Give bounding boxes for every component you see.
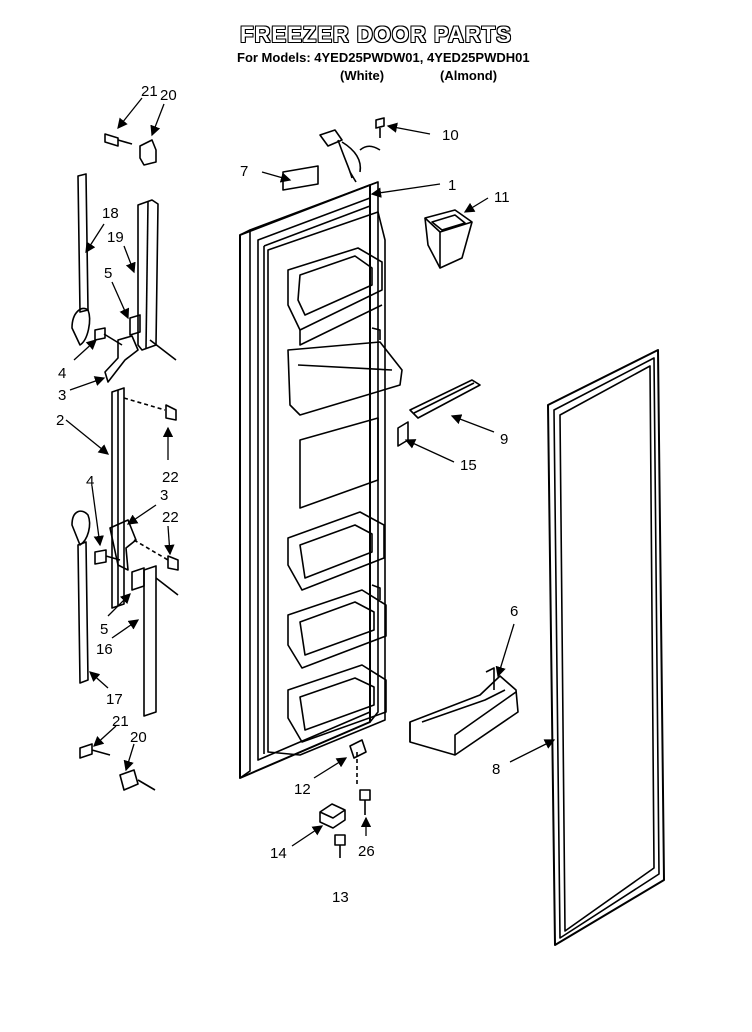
channel-16 bbox=[143, 565, 157, 717]
callout-22-bottom: 22 bbox=[162, 509, 179, 526]
callout-8: 8 bbox=[492, 761, 500, 778]
screw-21-bottom bbox=[79, 743, 111, 759]
callout-6: 6 bbox=[510, 603, 518, 620]
callout-7: 7 bbox=[240, 163, 248, 180]
screw-26 bbox=[359, 789, 371, 815]
strip-17 bbox=[77, 541, 89, 684]
callout-5-top: 5 bbox=[104, 265, 112, 282]
callout-20-top: 20 bbox=[160, 87, 177, 104]
strip-18 bbox=[77, 173, 89, 313]
callout-19: 19 bbox=[107, 229, 124, 246]
hinge-arm-3-bottom bbox=[109, 519, 137, 571]
callout-17: 17 bbox=[106, 691, 123, 708]
hinge-cap-bottom bbox=[119, 769, 139, 791]
callout-26: 26 bbox=[358, 843, 375, 860]
callout-1: 1 bbox=[448, 177, 456, 194]
callout-10: 10 bbox=[442, 127, 459, 144]
label-plate bbox=[282, 165, 319, 191]
callout-4-top: 4 bbox=[58, 365, 66, 382]
callout-5-bottom: 5 bbox=[100, 621, 108, 638]
ice-chute bbox=[424, 209, 473, 269]
hinge-arm-3-top bbox=[104, 335, 139, 383]
callout-14: 14 bbox=[270, 845, 287, 862]
variant-white: (White) bbox=[340, 68, 385, 83]
callout-3-top: 3 bbox=[58, 387, 66, 404]
screw-21-top bbox=[104, 133, 119, 147]
hinge-pin bbox=[349, 739, 367, 759]
hinge-cap-top bbox=[139, 139, 157, 166]
diagram-title: FREEZER DOOR PARTS bbox=[240, 22, 512, 47]
callout-4-bottom: 4 bbox=[86, 473, 94, 490]
door-gasket bbox=[547, 349, 665, 946]
hinge-bracket bbox=[319, 803, 346, 829]
callout-13: 13 bbox=[332, 889, 349, 906]
callout-18: 18 bbox=[102, 205, 119, 222]
wire-harness bbox=[319, 129, 381, 183]
door-bin bbox=[409, 667, 519, 756]
callout-21-bottom: 21 bbox=[112, 713, 129, 730]
variant-almond: (Almond) bbox=[440, 68, 498, 83]
model-numbers: For Models: 4YED25PWDW01, 4YED25PWDH01 bbox=[237, 50, 530, 65]
callout-20-bottom: 20 bbox=[130, 729, 147, 746]
screw-10 bbox=[375, 117, 385, 138]
callout-22-top: 22 bbox=[162, 469, 179, 486]
callout-3-bottom: 3 bbox=[160, 487, 168, 504]
door-panel bbox=[239, 181, 403, 779]
screw-13 bbox=[334, 834, 346, 858]
callout-21-top: 21 bbox=[141, 83, 158, 100]
callout-9: 9 bbox=[500, 431, 508, 448]
clip bbox=[397, 421, 409, 447]
trim-strip bbox=[409, 379, 481, 419]
callout-12: 12 bbox=[294, 781, 311, 798]
callout-11: 11 bbox=[494, 189, 510, 206]
callout-16: 16 bbox=[96, 641, 113, 658]
callout-2: 2 bbox=[56, 412, 64, 429]
callout-15: 15 bbox=[460, 457, 477, 474]
